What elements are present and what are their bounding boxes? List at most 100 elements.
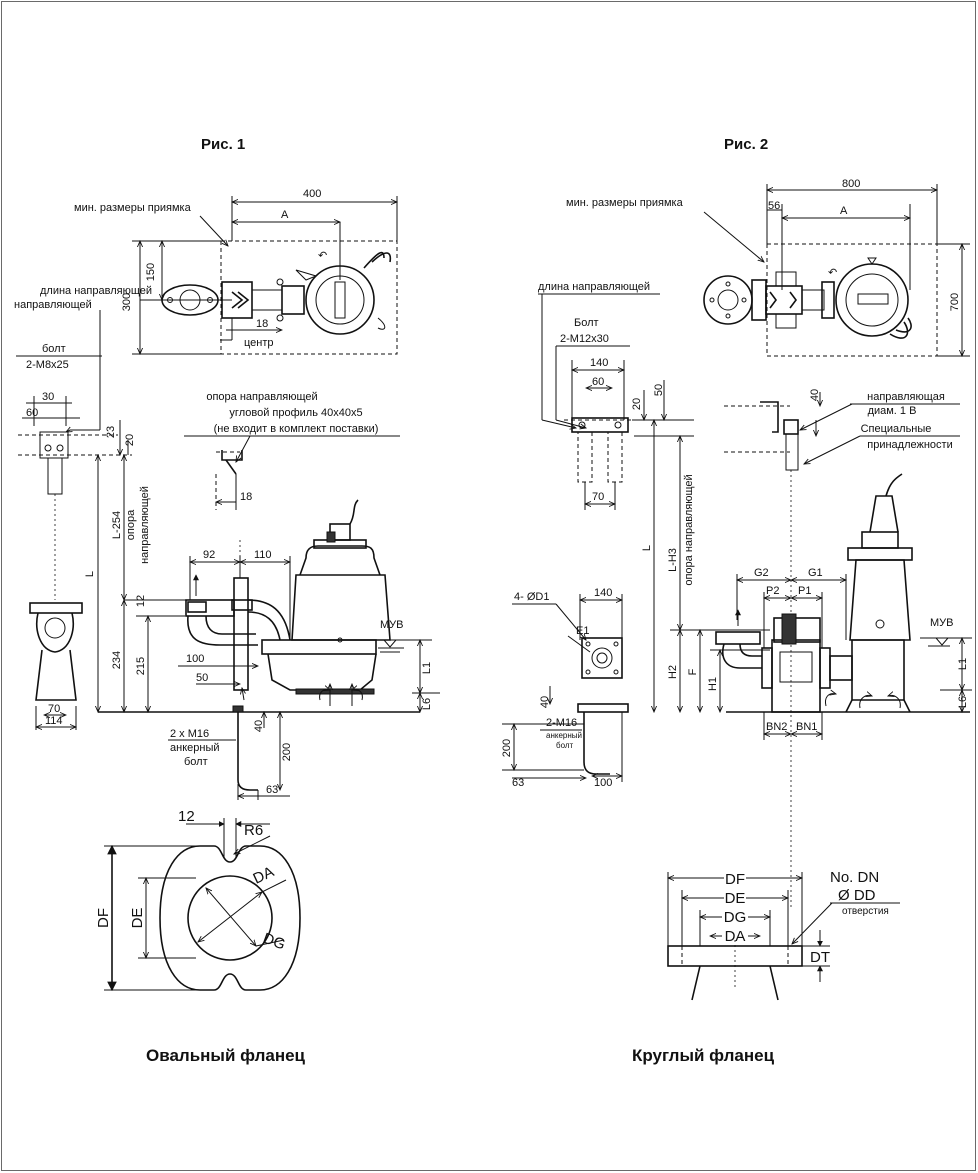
dim-60: 60: [26, 407, 38, 419]
dim-L6-fig1: L6: [421, 698, 433, 710]
guide-support-vert-1: направляющей: [139, 486, 151, 564]
bolt-size-2: 2-M12x30: [560, 333, 609, 345]
dim-100-fig1: 100: [186, 653, 204, 665]
dim-23: 23: [105, 426, 117, 438]
dim-215: 215: [135, 657, 147, 675]
oval-12: 12: [178, 808, 195, 825]
dim-BN1: BN1: [796, 721, 817, 733]
svg-text:направляющей: направляющей: [14, 299, 92, 311]
dim-40b-fig2: 40: [539, 696, 551, 708]
dim-63-fig2: 63: [512, 777, 524, 789]
dim-150: 150: [145, 263, 157, 281]
angle-profile-label: угловой профиль 40x40x5: [229, 407, 362, 419]
dim-140b: 140: [594, 587, 612, 599]
center-label: центр: [244, 337, 274, 349]
dim-18b: 18: [240, 491, 252, 503]
dim-H1: H1: [707, 677, 719, 691]
dim-A-fig2: A: [840, 205, 848, 217]
fig1-top-view: ↶ 18 центр 400 A 300 150 мин. размеры пр…: [74, 188, 397, 354]
dim-56: 56: [768, 200, 780, 212]
fig2-title: Рис. 2: [724, 136, 769, 153]
guide-length-label-1: длина направляющей: [40, 285, 152, 297]
dim-140a: 140: [590, 357, 608, 369]
guide-dia-label: диам. 1 В: [868, 405, 917, 417]
pit-min-label-2: мин. размеры приямка: [566, 197, 684, 209]
dim-70-fig2: 70: [592, 491, 604, 503]
oval-DF: DF: [95, 908, 112, 928]
dim-L-fig2: L: [641, 545, 653, 551]
dim-110: 110: [254, 549, 272, 561]
svg-text:опора: опора: [125, 509, 137, 540]
dim-A: A: [281, 209, 289, 221]
special-label: Специальные: [861, 423, 932, 435]
dim-40-fig1: 40: [253, 720, 265, 732]
round-DT: DT: [810, 949, 830, 966]
dim-100-fig2: 100: [594, 777, 612, 789]
pit-min-label: мин. размеры приямка: [74, 202, 192, 214]
dim-40a-fig2: 40: [809, 389, 821, 401]
dim-P1: P1: [798, 585, 811, 597]
dim-70-fig1: 70: [48, 703, 60, 715]
fig1-elevation: длина направляющей направляющей болт 2-M…: [14, 285, 440, 800]
dim-BN2: BN2: [766, 721, 787, 733]
dim-F: F: [687, 668, 699, 675]
oval-R6: R6: [244, 822, 263, 839]
dim-E1: E1: [576, 625, 589, 637]
dim-L1-fig1: L1: [421, 662, 433, 674]
fig2-top-view: 800 56 A 700 мин. размеры приямка: [566, 178, 970, 356]
round-DF: DF: [725, 871, 745, 888]
dim-20-fig2: 20: [631, 398, 643, 410]
dim-700: 700: [949, 293, 961, 311]
guide-length-label-2: длина направляющей: [538, 281, 650, 293]
round-DA: DA: [725, 928, 746, 945]
dim-50-fig1: 50: [196, 672, 208, 684]
round-holes: отверстия: [842, 906, 889, 917]
dim-200-fig1: 200: [281, 743, 293, 761]
dim-H2: H2: [667, 665, 679, 679]
round-flange-view: DF DE DG DA DT No. DN Ø DD: [668, 868, 900, 1001]
round-dia-dd: Ø DD: [838, 887, 876, 904]
dim-L-fig1: L: [84, 571, 96, 577]
holes-label-fig2: 4- ØD1: [514, 591, 549, 603]
guide-support-label: опора направляющей: [206, 391, 317, 403]
svg-text:↶: ↶: [828, 267, 837, 279]
dim-L6-fig2: L6: [957, 696, 969, 708]
dim-18a: 18: [256, 318, 268, 330]
anchor-bolt-fig1-2: анкерный: [170, 742, 220, 754]
oval-flange-view: DA DG DF DE 12 R6: [95, 808, 301, 992]
dim-L254: L-254: [111, 511, 123, 539]
anchor-bolt-fig2-3: болт: [556, 741, 574, 750]
dim-20: 20: [124, 434, 136, 446]
dim-300: 300: [121, 293, 133, 311]
accessories-label: принадлежности: [867, 439, 952, 451]
dim-92: 92: [203, 549, 215, 561]
dim-114: 114: [45, 715, 63, 727]
dim-63-fig1: 63: [266, 784, 278, 796]
round-DG: DG: [724, 909, 747, 926]
round-flange-caption: Круглый фланец: [632, 1046, 775, 1065]
round-no-dn: No. DN: [830, 869, 879, 886]
dim-P2: P2: [766, 585, 779, 597]
dim-LH3: L-H3: [667, 548, 679, 572]
dim-200-fig2: 200: [501, 739, 513, 757]
bolt-size-1: 2-M8x25: [26, 359, 69, 371]
guide-label: направляющая: [867, 391, 945, 403]
water-level-2: МУВ: [930, 617, 954, 629]
dim-400: 400: [303, 188, 321, 200]
anchor-bolt-fig2-2: анкерный: [546, 731, 582, 740]
dim-234: 234: [111, 651, 123, 669]
dim-800: 800: [842, 178, 860, 190]
guide-support-vert-2: опора направляющей: [683, 474, 695, 585]
anchor-bolt-fig1: 2 x M16: [170, 728, 209, 740]
dim-60-fig2: 60: [592, 376, 604, 388]
anchor-bolt-fig2: 2-M16: [546, 717, 577, 729]
bolt-label-1: болт: [42, 343, 66, 355]
water-level-1: МУВ: [380, 619, 404, 631]
oval-DE: DE: [129, 908, 146, 929]
dim-G1: G1: [808, 567, 823, 579]
anchor-bolt-fig1-3: болт: [184, 756, 208, 768]
fig2-elevation: длина направляющей Болт 2-M12x30 140 60: [501, 281, 972, 910]
